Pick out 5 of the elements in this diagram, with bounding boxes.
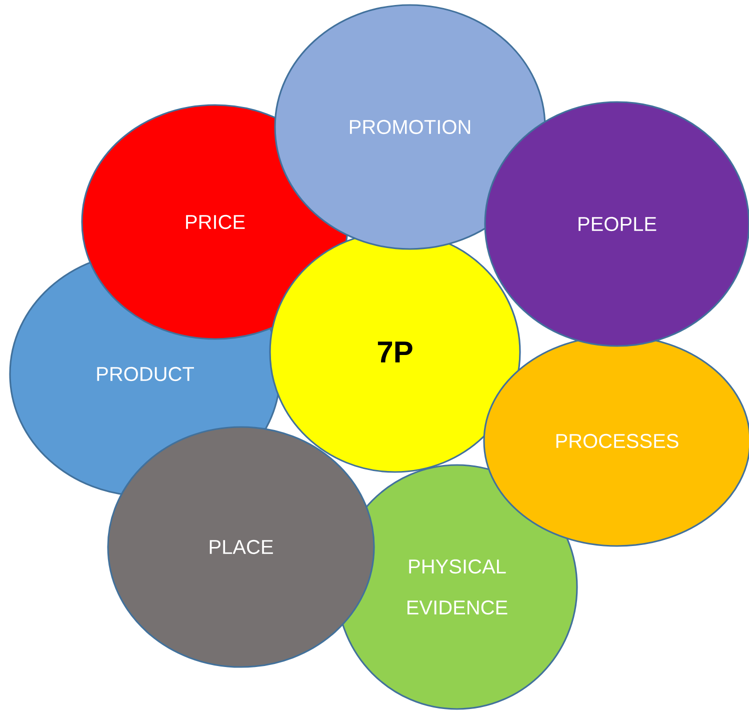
circle-node: 7P [269, 231, 521, 473]
circle-node: PROMOTION [274, 4, 546, 250]
circle-node: PEOPLE [484, 101, 749, 347]
circle-node: PLACE [107, 426, 375, 668]
circle-node: PROCESSES [483, 335, 749, 547]
